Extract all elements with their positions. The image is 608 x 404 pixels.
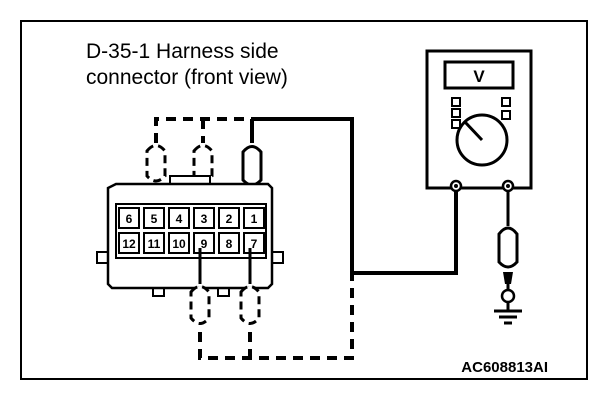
pin-label: 10	[172, 237, 186, 251]
probe-pin-9	[189, 248, 211, 325]
pin-label: 1	[251, 212, 258, 226]
pin-label: 2	[226, 212, 233, 226]
pin-label: 3	[201, 212, 208, 226]
pin-label: 12	[122, 237, 136, 251]
title-line-1: D-35-1 Harness side	[86, 40, 279, 63]
ground-symbol-icon	[494, 302, 522, 325]
pin-label: 9	[201, 237, 208, 251]
connector-top-row: 6 5 4 3 2 1	[118, 207, 265, 229]
probe-pin-7	[239, 248, 261, 325]
pin-label: 6	[126, 212, 133, 226]
meter-display-label: V	[473, 67, 485, 86]
pin-label: 4	[176, 212, 183, 226]
voltmeter-icon: V	[425, 49, 533, 193]
pin-label: 7	[251, 237, 258, 251]
connector-bottom-row: 12 11 10 9 8 7	[118, 232, 265, 254]
pin-label: 8	[226, 237, 233, 251]
figure-id-label: AC608813AI	[461, 359, 548, 376]
pin-label: 11	[148, 237, 161, 251]
test-probe-icon	[497, 191, 519, 304]
title-line-2: connector (front view)	[86, 66, 288, 89]
pin-label: 5	[151, 212, 158, 226]
